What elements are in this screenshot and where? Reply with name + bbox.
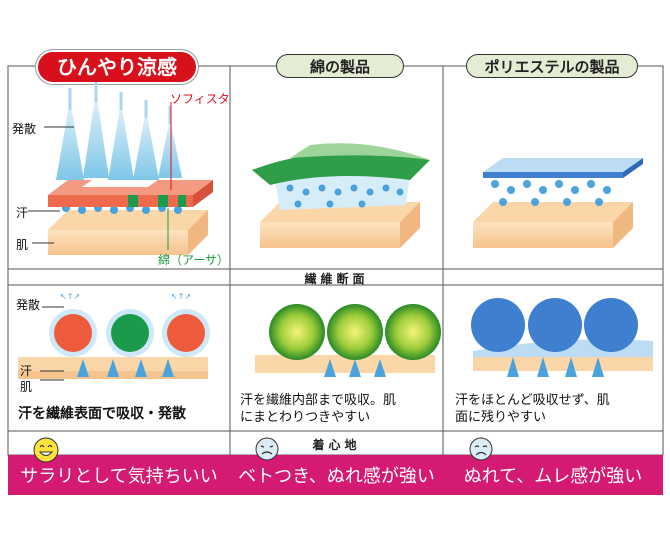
cotton-layers-illustration <box>252 143 430 248</box>
header-cool-fabric: ひんやり涼感 <box>38 52 196 82</box>
desc-polyester: 汗をほとんど吸収せず、肌 面に残りやすい <box>455 393 610 425</box>
header-polyester: ポリエステルの製品 <box>466 54 638 78</box>
label-sofista: ソフィスタ <box>170 92 230 106</box>
comfort-polyester: ぬれて、ムレ感が強い <box>463 466 643 487</box>
label-sweat-2: 汗 <box>20 364 33 378</box>
label-evaporation: 発散 <box>12 122 37 136</box>
label-skin-2: 肌 <box>20 380 33 394</box>
worried-face-icon <box>255 437 279 461</box>
polyester-layers-illustration <box>473 158 643 248</box>
svg-text:↖↑↗: ↖↑↗ <box>171 292 191 301</box>
section-comfort: 着心地 <box>312 438 361 452</box>
comfort-cotton: ベトつき、ぬれ感が強い <box>238 466 435 487</box>
desc-cool-fabric: 汗を繊維表面で吸収・発散 <box>18 406 186 422</box>
cool-fabric-layers-illustration <box>28 82 213 255</box>
label-cotton-asa: 綿（アーサ） <box>158 253 230 267</box>
label-skin: 肌 <box>16 238 29 252</box>
svg-text:↖↑↗: ↖↑↗ <box>60 292 80 301</box>
smile-face-icon <box>33 437 59 463</box>
section-fiber-cross-section: 繊維断面 <box>304 272 369 286</box>
cotton-fiber-cross-section <box>255 304 441 377</box>
label-sweat: 汗 <box>16 206 29 220</box>
comfort-band <box>8 455 663 495</box>
polyester-fiber-cross-section <box>471 298 653 377</box>
cool-fiber-cross-section: ↖↑↗ ↖↑↗ <box>18 292 210 381</box>
comfort-cool-fabric: サラリとして気持ちいい <box>20 466 218 487</box>
label-evaporation-2: 発散 <box>16 298 41 312</box>
sad-face-icon <box>469 437 493 461</box>
header-cotton: 綿の製品 <box>276 54 404 78</box>
desc-cotton: 汗を繊維内部まで吸収。肌 にまとわりつきやすい <box>240 393 397 425</box>
